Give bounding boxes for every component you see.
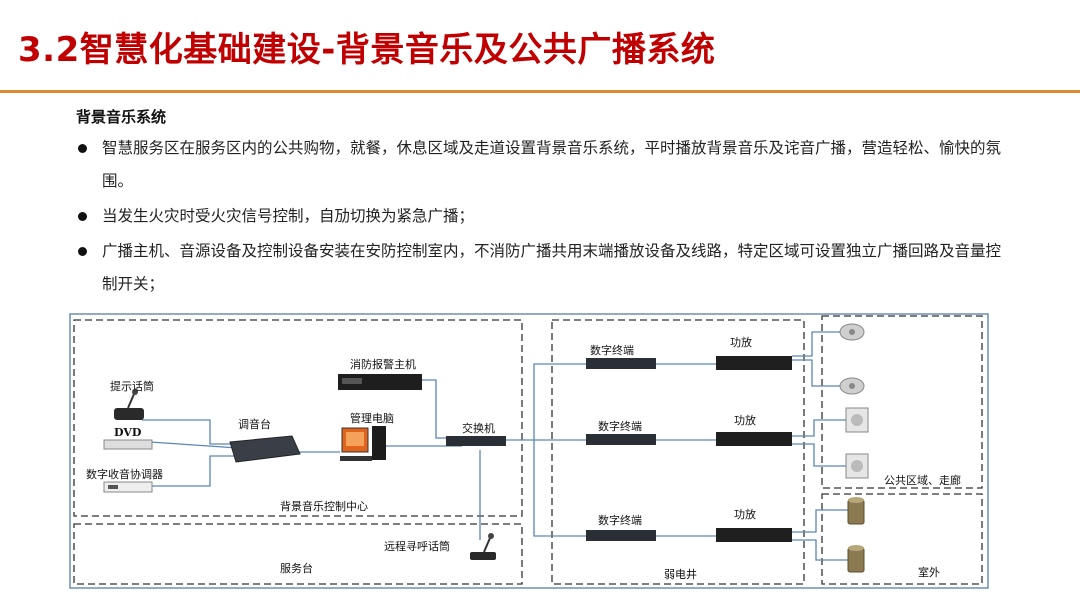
dvd-label: DVD (114, 426, 142, 439)
fire-alarm-host-label: 消防报警主机 (350, 357, 416, 371)
digital-terminal-1: 数字终端 (586, 343, 656, 369)
zone-weak-current-shaft (551, 319, 805, 585)
control-center-label: 背景音乐控制中心 (280, 499, 368, 513)
remote-paging-mic-label: 远程寻呼话筒 (384, 539, 450, 553)
management-pc-label: 管理电脑 (350, 411, 394, 425)
lawn-speaker-icon (847, 497, 865, 525)
amplifier-2: 功放 (716, 413, 792, 446)
public-area-label: 公共区域、走廊 (884, 473, 961, 487)
system-diagram: 提示话筒 DVD 数字收音协调器 调音台 消防报警主机 管理电脑 背景音乐控制中… (69, 313, 989, 589)
paging-mic-device: 提示话筒 (110, 379, 154, 420)
digital-terminal-2: 数字终端 (586, 419, 656, 445)
zone-service-desk (73, 523, 523, 585)
digital-terminal-label: 数字终端 (590, 343, 634, 357)
amplifier-3: 功放 (716, 507, 792, 542)
ceiling-speaker-icon (839, 377, 865, 395)
digital-tuner-device: 数字收音协调器 (86, 467, 163, 493)
bullet-text: 广播主机、音源设备及控制设备安装在安防控制室内，不消防广播共用末端播放设备及线路… (102, 242, 1002, 293)
title-divider (0, 90, 1080, 93)
digital-terminal-label: 数字终端 (598, 419, 642, 433)
digital-tuner-label: 数字收音协调器 (86, 467, 163, 481)
bullet-text: 当发生火灾时受火灾信号控制，自劢切换为紧急广播； (102, 207, 475, 225)
zone-outdoor (821, 493, 983, 585)
lawn-speaker-icon (847, 545, 865, 573)
switch-device: 交换机 (446, 421, 506, 446)
zone-control-center (73, 319, 523, 517)
weak-current-shaft-label: 弱电井 (664, 567, 697, 581)
bullet-item: 当发生火灾时受火灾信号控制，自劢切换为紧急广播； (76, 200, 1016, 233)
paging-mic-label: 提示话筒 (110, 379, 154, 393)
service-desk-label: 服务台 (280, 561, 313, 575)
amplifier-label: 功放 (734, 413, 756, 427)
wall-speaker-icon (845, 407, 869, 433)
mixer-device: 调音台 (229, 417, 301, 463)
dvd-device: DVD (103, 426, 153, 450)
ceiling-speaker-icon (839, 323, 865, 341)
page-title: 3.2智慧化基础建设-背景音乐及公共广播系统 (18, 30, 716, 70)
bullet-text: 智慧服务区在服务区内的公共购物，就餐，休息区域及走道设置背景音乐系统，平时播放背… (102, 139, 1002, 190)
bullet-dot-icon (78, 144, 87, 153)
fire-alarm-host-device: 消防报警主机 (338, 357, 422, 390)
remote-paging-mic-device: 远程寻呼话筒 (384, 533, 496, 560)
diagram-frame (69, 313, 989, 589)
mixer-label: 调音台 (238, 417, 271, 431)
outdoor-label: 室外 (918, 565, 940, 579)
amplifier-label: 功放 (734, 507, 756, 521)
bullet-item: 广播主机、音源设备及控制设备安装在安防控制室内，不消防广播共用末端播放设备及线路… (76, 235, 1016, 301)
bullet-dot-icon (78, 247, 87, 256)
bullet-list: 智慧服务区在服务区内的公共购物，就餐，休息区域及走道设置背景音乐系统，平时播放背… (76, 132, 1016, 303)
section-heading: 背景音乐系统 (76, 108, 167, 126)
digital-terminal-label: 数字终端 (598, 513, 642, 527)
digital-terminal-3: 数字终端 (586, 513, 656, 541)
bullet-item: 智慧服务区在服务区内的公共购物，就餐，休息区域及走道设置背景音乐系统，平时播放背… (76, 132, 1016, 198)
switch-label: 交换机 (462, 421, 495, 435)
bullet-dot-icon (78, 212, 87, 221)
zone-public-area (821, 315, 983, 489)
amplifier-label: 功放 (730, 335, 752, 349)
wall-speaker-icon (845, 453, 869, 479)
amplifier-1: 功放 (716, 335, 792, 370)
management-pc-device: 管理电脑 (340, 411, 394, 461)
